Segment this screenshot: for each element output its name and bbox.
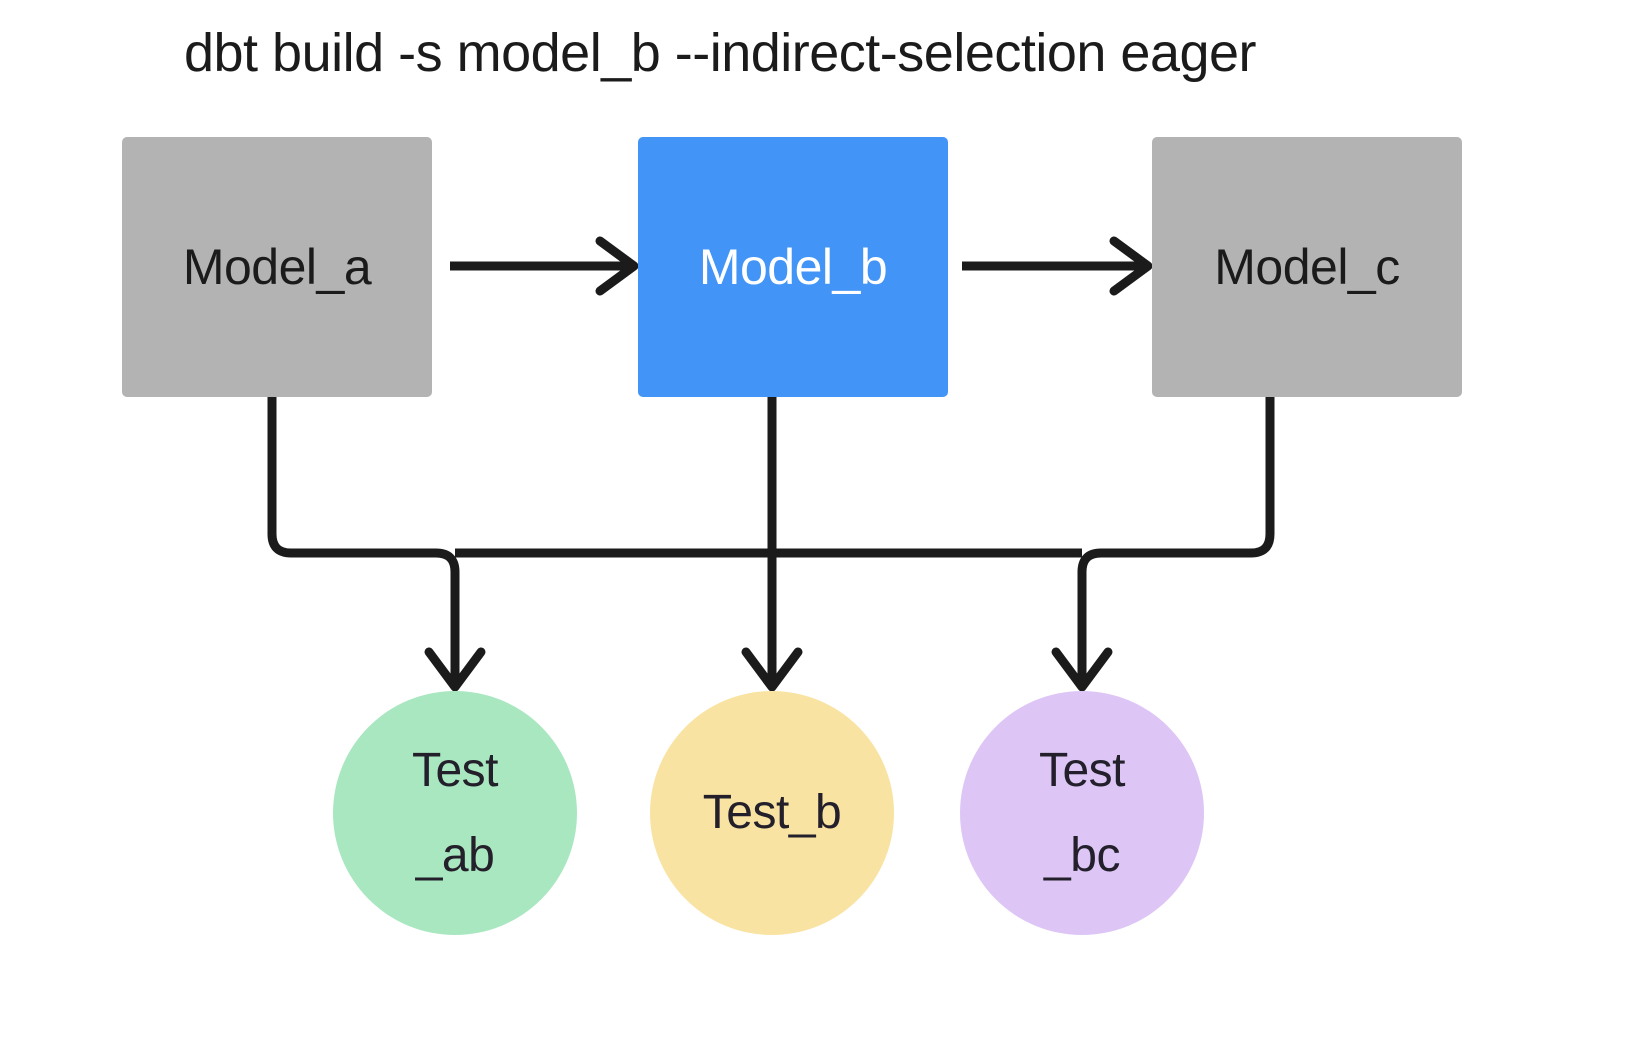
node-model-b[interactable]: Model_b xyxy=(638,137,948,397)
node-test-ab-label-line2: _ab xyxy=(415,829,495,882)
node-model-a-label: Model_a xyxy=(182,239,372,295)
node-model-b-label: Model_b xyxy=(698,239,888,295)
node-test-b-label-line1: Test_b xyxy=(702,786,842,840)
node-test-ab-label-line1: Test xyxy=(411,743,499,797)
edge-model-b-to-model-c xyxy=(962,236,1153,296)
edge-model-a-to-model-b xyxy=(450,236,639,296)
edge-model-c-to-test-bc xyxy=(1051,397,1275,692)
node-model-c-label: Model_c xyxy=(1214,239,1400,295)
node-test-bc[interactable]: Test _bc xyxy=(960,691,1204,935)
diagram-title: dbt build -s model_b --indirect-selectio… xyxy=(183,23,1257,83)
node-test-bc-label-line2: _bc xyxy=(1044,829,1120,882)
edge-model-b-to-test-b xyxy=(741,397,803,692)
node-test-bc-label-line1: Test xyxy=(1038,743,1126,797)
node-test-b[interactable]: Test_b xyxy=(650,691,894,935)
node-model-a[interactable]: Model_a xyxy=(122,137,432,397)
node-test-ab[interactable]: Test _ab xyxy=(333,691,577,935)
node-model-c[interactable]: Model_c xyxy=(1152,137,1462,397)
edge-model-a-to-test-ab xyxy=(267,397,486,692)
